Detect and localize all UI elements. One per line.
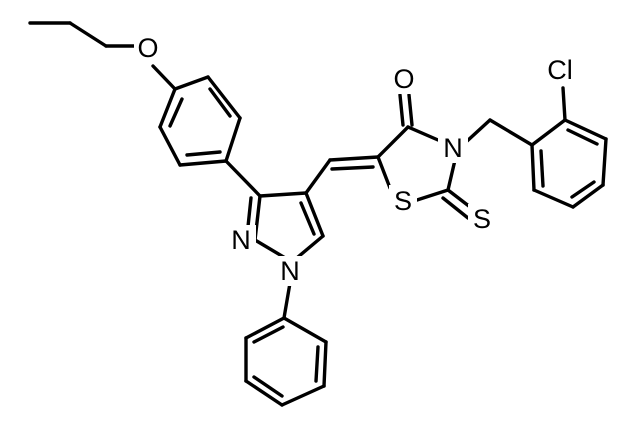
pyrazole-n2-label: N xyxy=(231,225,251,255)
carbonyl-group xyxy=(398,93,414,127)
methylidene-linker xyxy=(304,155,380,195)
chlorine-label: Cl xyxy=(547,55,573,85)
thiazolidinone-ring xyxy=(376,125,457,202)
carbonyl-oxygen-label: O xyxy=(393,64,414,94)
thione-sulfur-label: S xyxy=(473,204,491,234)
n-phenyl-ring xyxy=(244,316,328,407)
thiazolidine-nitrogen-label: N xyxy=(443,133,463,163)
n-methylene-bond xyxy=(464,118,492,144)
chlorophenyl-ring xyxy=(530,118,608,209)
methylene-to-aryl-bond xyxy=(488,118,534,147)
ring-sulfur-label: S xyxy=(394,186,412,216)
alkoxyphenyl-ring xyxy=(158,75,242,167)
ether-oxygen-label: O xyxy=(137,33,158,63)
pyrazole-n1-label: N xyxy=(280,256,300,286)
aryl-chlorine-bond xyxy=(561,86,567,122)
n-phenyl-bond xyxy=(282,281,292,320)
pyrazole-ring xyxy=(245,191,325,264)
propyl-chain xyxy=(28,21,139,48)
o-ether-to-ring-bond xyxy=(151,64,177,91)
aryl-to-pyrazole-bond xyxy=(224,159,262,198)
